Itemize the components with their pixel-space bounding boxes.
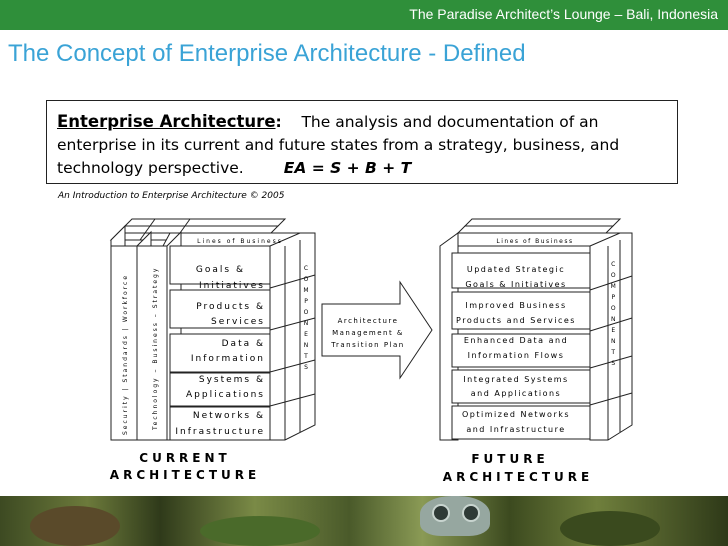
future-row-1-a: Updated Strategic <box>467 265 565 274</box>
definition-box: Enterprise Architecture: The analysis an… <box>46 100 678 184</box>
future-caption-1: FUTURE <box>471 452 548 466</box>
future-row-4 <box>451 369 591 404</box>
future-row-2-a: Improved Business <box>465 301 566 310</box>
future-right-depth <box>589 232 633 441</box>
frog-eye-left <box>432 504 450 522</box>
current-top-label: Lines of Business <box>197 238 283 245</box>
future-row-2 <box>451 291 591 330</box>
future-row-2-b: Products and Services <box>456 316 576 325</box>
current-row-1-a: Goals & <box>196 265 245 275</box>
future-row-4-b: and Applications <box>471 389 561 398</box>
future-row-5-a: Optimized Networks <box>462 410 570 419</box>
photo-rock <box>30 506 120 546</box>
banner-title: The Paradise Architect’s Lounge – Bali, … <box>409 6 718 22</box>
definition-colon: : <box>275 113 282 131</box>
arrow-labels: Architecture Management & Transition Pla… <box>330 317 404 349</box>
current-row-4 <box>169 372 271 407</box>
frog-eye-right <box>462 504 480 522</box>
current-row-3-b: Information <box>191 354 265 364</box>
photo-frog-statue <box>420 496 490 536</box>
current-caption-1: CURRENT <box>139 451 230 465</box>
current-top-strip-back <box>123 218 287 227</box>
current-side-label-2: Technology – Business – Strategy <box>152 267 159 431</box>
future-row-4-a: Integrated Systems <box>463 375 568 384</box>
arrow-line-3: Transition Plan <box>330 341 404 349</box>
definition-formula: EA = S + B + T <box>283 159 412 177</box>
current-side-panel-2 <box>136 245 168 441</box>
photo-foliage <box>200 516 320 546</box>
arrow-line-1: Architecture <box>338 317 399 325</box>
current-row-2 <box>169 289 271 329</box>
current-row-5-a: Networks & <box>193 411 265 421</box>
current-row-2-b: Services <box>211 317 265 327</box>
citation: An Introduction to Enterprise Architectu… <box>58 191 285 201</box>
current-architecture-cube <box>109 218 316 441</box>
current-row-5 <box>169 406 271 441</box>
current-caption-2: ARCHITECTURE <box>110 468 260 482</box>
current-side-panel-1 <box>110 245 138 441</box>
future-row-5 <box>451 405 591 440</box>
future-architecture-cube <box>439 218 633 441</box>
current-labels: Lines of Business Goals & Initiatives Pr… <box>110 238 310 482</box>
arrow-line-2: Management & <box>332 329 404 337</box>
current-row-5-b: Infrastructure <box>175 427 265 437</box>
header-banner: The Paradise Architect’s Lounge – Bali, … <box>0 0 728 30</box>
future-row-3 <box>451 333 591 368</box>
current-row-3 <box>169 333 271 373</box>
future-caption-2: ARCHITECTURE <box>443 470 593 484</box>
current-side-label-1: Security | Standards | Workforce <box>122 274 129 435</box>
current-row-4-a: Systems & <box>199 375 265 385</box>
footer-photo <box>0 496 728 546</box>
future-row-1-b: Goals & Initiatives <box>465 280 566 289</box>
current-row-1 <box>169 245 271 285</box>
photo-foliage-2 <box>560 511 660 546</box>
transition-arrow <box>321 280 433 380</box>
future-row-3-b: Information Flows <box>468 351 565 360</box>
current-row-2-a: Products & <box>196 302 265 312</box>
future-row-1 <box>451 252 591 289</box>
arrow-shape <box>321 280 433 380</box>
future-labels: Lines of Business Updated Strategic Goal… <box>443 238 617 484</box>
future-row-3-a: Enhanced Data and <box>464 336 568 345</box>
definition-text-block: Enterprise Architecture: The analysis an… <box>57 110 672 180</box>
definition-text: The analysis and documentation of an ent… <box>57 113 620 177</box>
current-row-3-a: Data & <box>222 339 265 349</box>
future-row-5-b: and Infrastructure <box>466 425 565 434</box>
definition-term: Enterprise Architecture <box>57 112 276 131</box>
current-row-4-b: Applications <box>186 390 265 400</box>
current-top-strip-mid <box>116 225 280 234</box>
future-top-label: Lines of Business <box>496 238 573 245</box>
current-row-1-b: Initiatives <box>199 281 265 291</box>
slide-title: The Concept of Enterprise Architecture -… <box>8 40 526 67</box>
